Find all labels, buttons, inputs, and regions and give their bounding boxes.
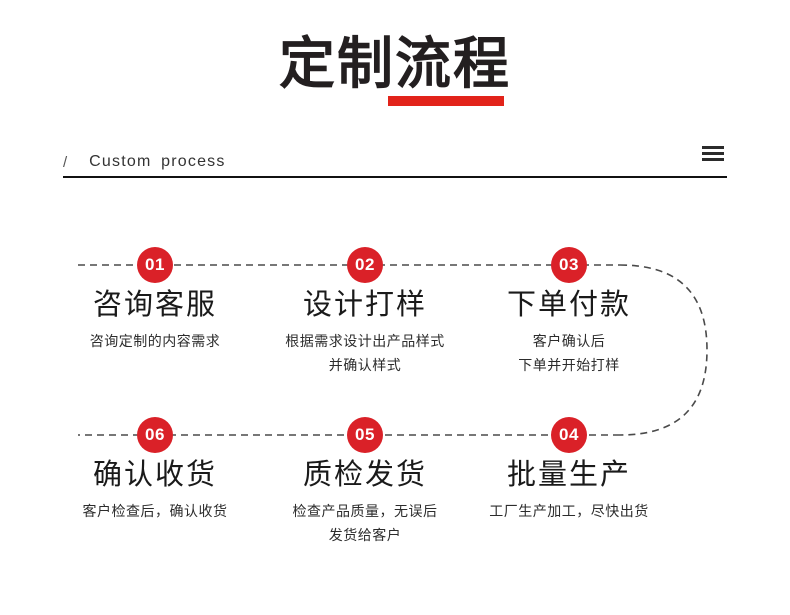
step-number-badge: 03: [551, 247, 587, 283]
step-title: 下单付款: [506, 289, 631, 321]
step-description: 工厂生产加工，尽快出货: [454, 499, 684, 523]
step-description-line: 发货给客户: [328, 527, 402, 543]
step-number-badge: 06: [137, 417, 173, 453]
step-description: 检查产品质量，无误后 发货给客户: [250, 499, 480, 547]
step-title: 设计打样: [302, 289, 427, 321]
header-divider: [63, 176, 727, 178]
step-title: 质检发货: [302, 459, 427, 491]
step-title: 咨询客服: [92, 289, 217, 321]
step-number-badge: 02: [347, 247, 383, 283]
hamburger-menu-icon[interactable]: [702, 146, 724, 161]
step-description: 根据需求设计出产品样式 并确认样式: [250, 329, 480, 377]
step-description-line: 检查产品质量，无误后: [292, 503, 438, 519]
title-underline-accent: [388, 96, 504, 106]
step-title: 批量生产: [506, 459, 631, 491]
hamburger-bar-1: [702, 146, 724, 149]
english-subtitle: Custom process: [89, 153, 226, 170]
step-description-line: 下单并开始打样: [518, 357, 620, 373]
hamburger-bar-2: [702, 152, 724, 155]
step-description-line: 客户确认后: [532, 333, 606, 349]
step-description-line: 并确认样式: [328, 357, 402, 373]
step-description-line: 客户检查后，确认收货: [82, 503, 228, 519]
hamburger-bar-3: [702, 158, 724, 161]
step-number-badge: 04: [551, 417, 587, 453]
page-title: 定制流程: [279, 32, 511, 95]
step-description-line: 咨询定制的内容需求: [89, 333, 221, 349]
step-title: 确认收货: [92, 459, 217, 491]
step-description: 客户检查后，确认收货: [40, 499, 270, 523]
step-number-badge: 01: [137, 247, 173, 283]
step-number-badge: 05: [347, 417, 383, 453]
step-description: 咨询定制的内容需求: [40, 329, 270, 353]
subheading: / Custom process: [63, 147, 727, 177]
slash-separator: /: [63, 153, 68, 171]
step-description: 客户确认后 下单并开始打样: [454, 329, 684, 377]
step-description-line: 工厂生产加工，尽快出货: [489, 503, 649, 519]
step-description-line: 根据需求设计出产品样式: [285, 333, 445, 349]
